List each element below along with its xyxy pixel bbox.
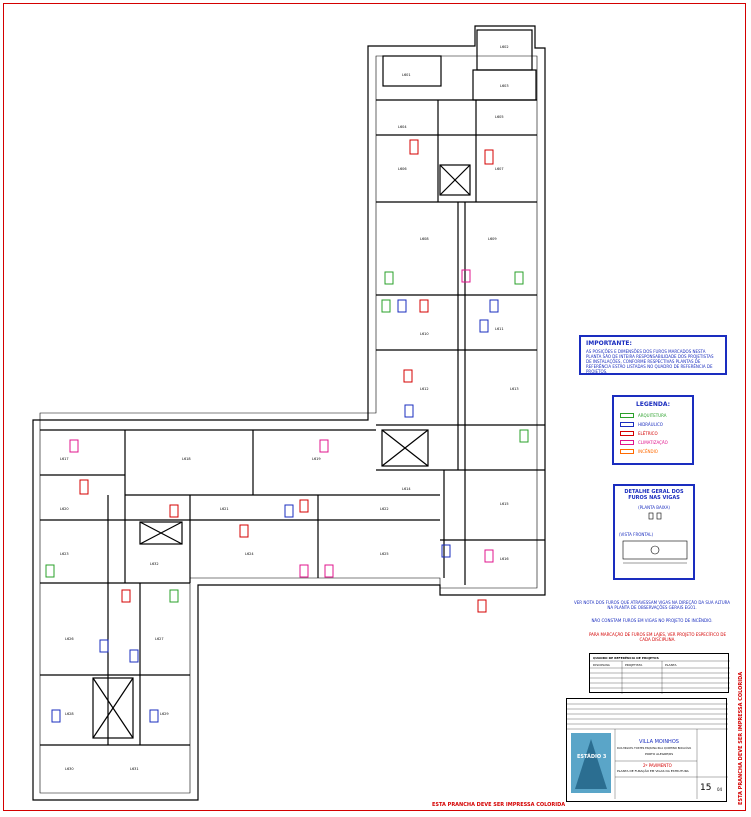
detail-plan-drawing — [648, 512, 662, 520]
svg-text:L616: L616 — [500, 557, 509, 561]
svg-text:L606: L606 — [398, 167, 407, 171]
legend-label: INCÊNDIO — [638, 449, 658, 454]
legend-label: CLIMATIZAÇÃO — [638, 440, 668, 445]
svg-text:L620: L620 — [60, 507, 69, 511]
svg-text:L601: L601 — [402, 73, 411, 77]
detail-box: DETALHE GERAL DOS FUROS NAS VIGAS (PLANT… — [613, 484, 695, 580]
svg-text:L603: L603 — [500, 84, 509, 88]
reference-table: QUADRO DE REFERÊNCIA DE PROJETOS DISCIPL… — [589, 653, 730, 694]
svg-text:L632: L632 — [150, 562, 159, 566]
svg-text:L605: L605 — [495, 115, 504, 119]
svg-text:L602: L602 — [500, 45, 509, 49]
important-title: IMPORTANTE: — [586, 340, 632, 347]
legend-item: ARQUITETURA — [620, 411, 686, 420]
svg-text:L625: L625 — [380, 552, 389, 556]
drawing-sheet — [3, 3, 746, 811]
legend-box: LEGENDA: ARQUITETURA HIDRÁULICO ELÉTRICO CL… — [612, 395, 694, 465]
project-city: PORTO ALEGRE/RS — [645, 752, 674, 756]
title-block: ESTÁDIO 3 VILLA MOINHOS RUA MIGUEL TOSTE… — [566, 698, 728, 802]
project-address: RUA MIGUEL TOSTES ESQUINA RUA QUINTINO B… — [617, 747, 692, 750]
sheet-floor: 2º PAVIMENTO — [643, 763, 672, 768]
project-name: VILLA MOINHOS — [639, 739, 679, 745]
legend-label: ARQUITETURA — [638, 413, 667, 418]
legend-label: ELÉTRICO — [638, 431, 658, 436]
reference-table-title: QUADRO DE REFERÊNCIA DE PROJETOS — [593, 656, 659, 660]
svg-text:L629: L629 — [160, 712, 169, 716]
svg-text:L621: L621 — [220, 507, 229, 511]
sheet-number: 15 — [700, 783, 712, 793]
detail-subtitle-bottom: (VISTA FRONTAL) — [619, 532, 654, 537]
title-block-grid — [567, 703, 728, 799]
svg-text:L622: L622 — [380, 507, 389, 511]
svg-text:L613: L613 — [510, 387, 519, 391]
svg-text:L626: L626 — [65, 637, 74, 641]
important-note-box: IMPORTANTE: AS POSIÇÕES E DIMENSÕES DOS … — [579, 335, 727, 375]
company-logo: ESTÁDIO 3 — [577, 754, 607, 760]
legend-swatch — [620, 413, 634, 418]
svg-text:L607: L607 — [495, 167, 504, 171]
sheet-description: PLANTA DE FURAÇÃO EM VIGAS DA ESTRUTURA — [617, 769, 689, 773]
legend-title: LEGENDA: — [635, 401, 671, 408]
legend-swatch — [620, 422, 634, 427]
svg-text:L631: L631 — [130, 767, 139, 771]
legend-item: CLIMATIZAÇÃO — [620, 438, 686, 447]
note-beams: VER NOTA DOS FUROS QUE ATRAVESSAM VIGAS … — [574, 600, 730, 610]
reference-grid — [590, 660, 730, 694]
bottom-print-warning: ESTA PRANCHA DEVE SER IMPRESSA COLORIDA — [432, 802, 566, 808]
svg-text:L604: L604 — [398, 125, 407, 129]
legend-swatch — [620, 431, 634, 436]
svg-text:L609: L609 — [488, 237, 497, 241]
svg-text:L611: L611 — [495, 327, 504, 331]
svg-text:L614: L614 — [402, 487, 411, 491]
svg-text:L628: L628 — [65, 712, 74, 716]
legend-swatch — [620, 440, 634, 445]
legend-label: HIDRÁULICO — [638, 422, 663, 427]
legend-swatch — [620, 449, 634, 454]
important-text: AS POSIÇÕES E DIMENSÕES DOS FUROS MARCAD… — [586, 349, 714, 374]
svg-text:L612: L612 — [420, 387, 429, 391]
legend-item: HIDRÁULICO — [620, 420, 686, 429]
svg-text:L615: L615 — [500, 502, 509, 506]
svg-text:L617: L617 — [60, 457, 69, 461]
svg-text:L623: L623 — [60, 552, 69, 556]
reference-col-discipline: DISCIPLINA — [593, 663, 610, 667]
detail-front-drawing — [622, 540, 688, 564]
note-slabs: PARA MARCAÇÃO DE FUROS EM LAJES, VER PRO… — [588, 632, 727, 642]
legend-item: ELÉTRICO — [620, 429, 686, 438]
side-print-warning: ESTA PRANCHA DEVE SER IMPRESSA COLORIDA — [738, 671, 744, 805]
svg-text:L624: L624 — [245, 552, 254, 556]
svg-text:L608: L608 — [420, 237, 429, 241]
detail-subtitle-top: (PLANTA BAIXA) — [638, 505, 670, 510]
svg-text:L610: L610 — [420, 332, 429, 336]
legend-item: INCÊNDIO — [620, 447, 686, 456]
legend-list: ARQUITETURA HIDRÁULICO ELÉTRICO CLIMATIZAÇÃ… — [620, 411, 686, 456]
note-fire: NÃO CONSTAM FUROS EM VIGAS NO PROJETO DE… — [591, 618, 713, 623]
svg-text:L618: L618 — [182, 457, 191, 461]
svg-text:L630: L630 — [65, 767, 74, 771]
sheet-total: 04 — [717, 787, 723, 792]
detail-title: DETALHE GERAL DOS FUROS NAS VIGAS — [624, 489, 684, 501]
svg-text:L619: L619 — [312, 457, 321, 461]
reference-col-designer: PROJETISTA — [625, 663, 643, 667]
reference-col-sheet: PLANTA — [665, 663, 677, 667]
svg-text:L627: L627 — [155, 637, 164, 641]
